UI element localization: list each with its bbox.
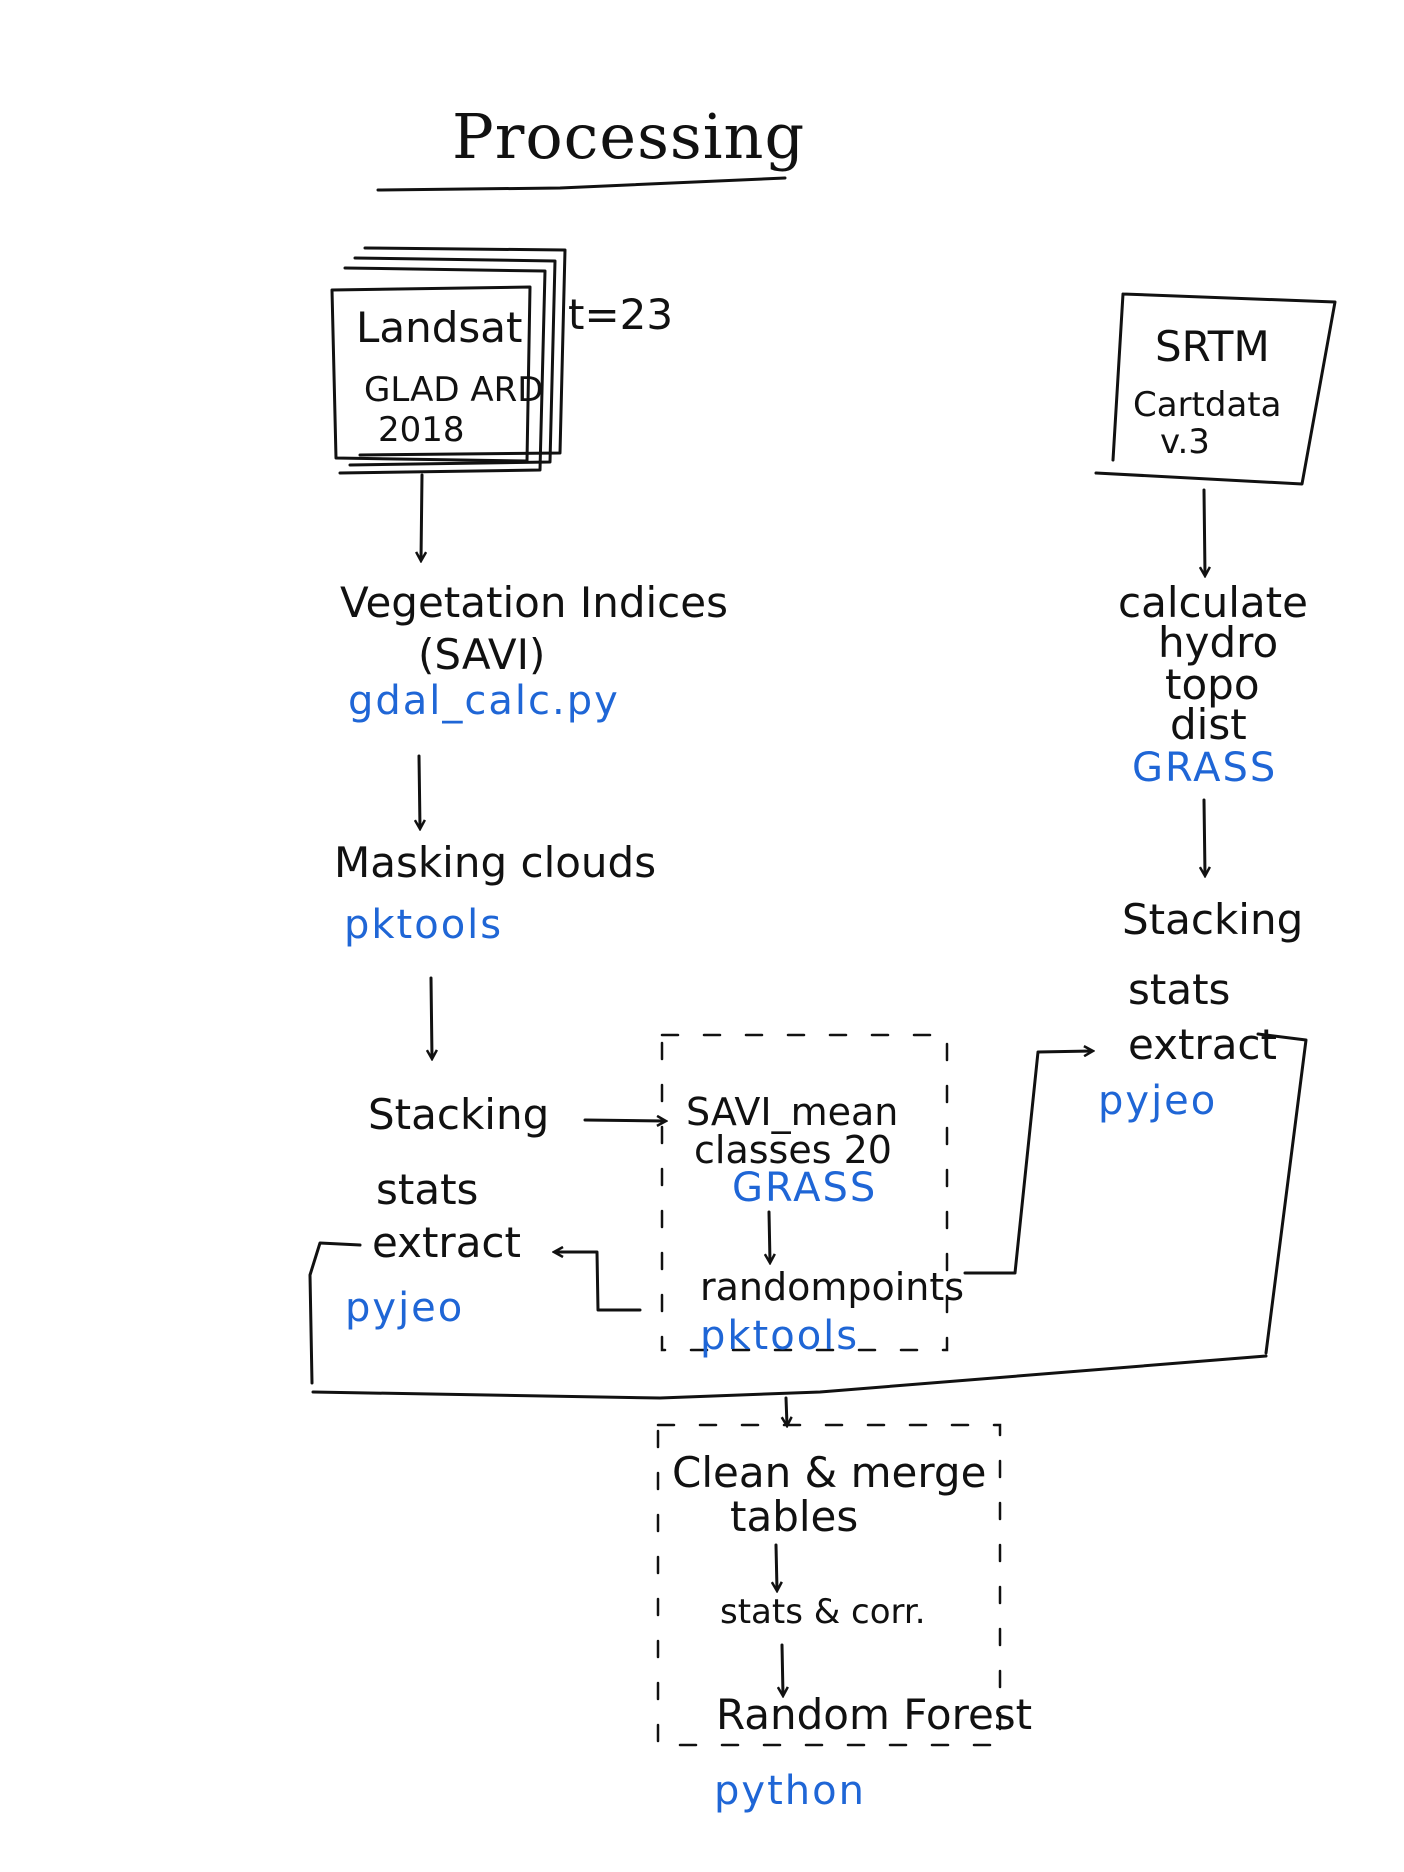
arrow-clean-to-stats: [776, 1543, 777, 1590]
arrow-srtm-to-calc: [1204, 488, 1205, 575]
title-underline: [376, 176, 787, 192]
masking-clouds-label: Masking clouds: [334, 838, 657, 887]
arrow-calc-to-stack: [1204, 798, 1205, 875]
stats-corr-label: stats & corr.: [720, 1592, 926, 1632]
arrow-mask-to-stack: [431, 976, 432, 1058]
topo-label: topo: [1165, 660, 1260, 709]
right-extract-label: extract: [1128, 1020, 1277, 1069]
arrow-random-to-right-extract: [963, 1051, 1092, 1275]
classes-label: classes 20: [694, 1128, 892, 1172]
calc-tool-label: GRASS: [1132, 745, 1278, 791]
arrow-random-to-left-extract: [555, 1252, 642, 1312]
landsat-box-back-3: [358, 246, 567, 457]
veg-tool-label: gdal_calc.py: [348, 678, 620, 724]
landsat-label: Landsat: [356, 303, 523, 352]
landsat-dataset-label: GLAD ARD: [364, 370, 544, 410]
right-stacking-label: Stacking: [1122, 895, 1304, 944]
arrow-merge-down: [786, 1396, 787, 1425]
tables-label: tables: [730, 1492, 859, 1541]
arrow-savi-to-random: [769, 1210, 770, 1262]
random-tool-label: pktools: [700, 1313, 860, 1359]
right-stack-tool-label: pyjeo: [1098, 1078, 1218, 1124]
page-title: Processing: [452, 100, 806, 173]
arrow-veg-to-mask: [419, 754, 420, 828]
merge-right-bracket: [1256, 1032, 1308, 1355]
srtm-box: [1094, 292, 1337, 486]
srtm-source-label: Cartdata: [1133, 385, 1282, 425]
savi-mean-label: SAVI_mean: [686, 1090, 899, 1134]
arrow-landsat-to-veg: [421, 473, 422, 560]
arrow-stack-to-savi: [583, 1120, 665, 1121]
middle-dashed-box: [660, 1033, 949, 1352]
arrow-stats-to-rf: [782, 1643, 783, 1695]
bottom-tool-label: python: [714, 1768, 866, 1814]
savi-label: (SAVI): [418, 630, 546, 679]
random-forest-label: Random Forest: [716, 1690, 1033, 1739]
savi-tool-label: GRASS: [732, 1165, 878, 1211]
left-stack-tool-label: pyjeo: [345, 1285, 465, 1331]
left-stacking-label: Stacking: [368, 1090, 550, 1139]
merge-bottom-line: [311, 1354, 1268, 1400]
vegetation-indices-label: Vegetation Indices: [340, 578, 728, 627]
dist-label: dist: [1170, 700, 1247, 749]
left-stats-label: stats: [376, 1165, 479, 1214]
srtm-label: SRTM: [1155, 322, 1270, 371]
mask-tool-label: pktools: [344, 902, 504, 948]
srtm-version-label: v.3: [1160, 422, 1210, 462]
landsat-box-back-2: [348, 256, 557, 467]
calculate-label: calculate: [1118, 578, 1308, 627]
bottom-dashed-box: [656, 1423, 1002, 1747]
landsat-count-label: t=23: [568, 290, 674, 339]
left-extract-label: extract: [372, 1218, 521, 1267]
landsat-box-front: [330, 285, 532, 463]
random-points-label: randompoints: [700, 1265, 965, 1309]
clean-merge-label: Clean & merge: [672, 1448, 987, 1497]
landsat-box-back-1: [338, 266, 547, 475]
right-stats-label: stats: [1128, 965, 1231, 1014]
landsat-year-label: 2018: [378, 410, 465, 450]
hydro-label: hydro: [1158, 618, 1279, 667]
merge-left-bracket: [308, 1241, 362, 1385]
